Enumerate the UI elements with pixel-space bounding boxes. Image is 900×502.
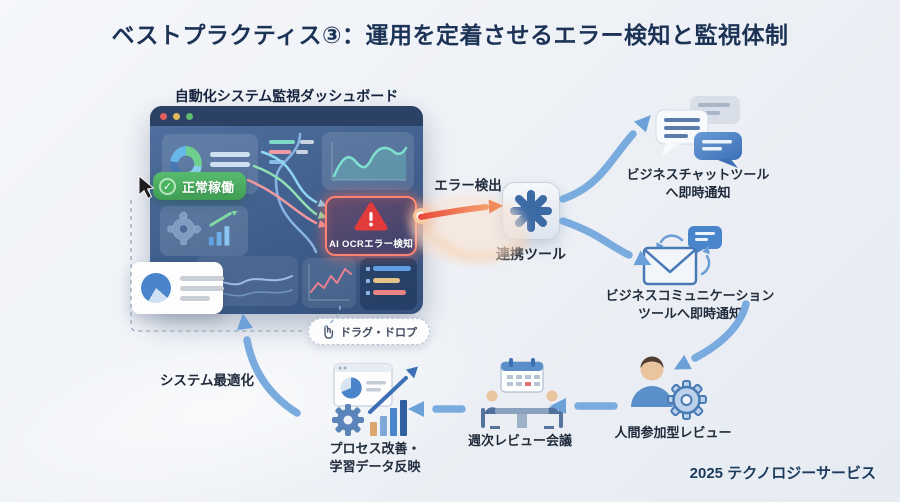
line-chart-widget (302, 258, 356, 308)
chat-bubbles-icon (655, 96, 742, 168)
red-line-chart-icon (308, 264, 352, 301)
gear-barchart-icon (167, 211, 240, 246)
check-glyph: ✓ (162, 180, 173, 193)
weekly-meeting-label: 週次レビュー会議 (467, 433, 572, 448)
process-improve-label: プロセス改善・ 学習データ反映 (304, 440, 446, 476)
window-minimize-button[interactable] (173, 112, 180, 120)
comm-tool-label-line1: ビジネスコミュニケーション (605, 288, 775, 303)
bar-list-widget (360, 258, 417, 310)
email-message-icon (642, 226, 722, 286)
status-badge-label: 正常稼働 (182, 179, 235, 195)
window-zoom-button[interactable] (186, 112, 193, 120)
meeting-calendar-icon (481, 358, 563, 429)
chat-tool-label-line1: ビジネスチャットツール (626, 167, 770, 182)
chat-tool-label: ビジネスチャットツール へ即時通知 (612, 166, 784, 202)
status-list-widget (269, 140, 314, 164)
comm-tool-label-line2: ツールへ即時通知 (637, 306, 742, 322)
human-review-label: 人間参加型レビュー (614, 425, 732, 440)
system-optimize-label: システム最適化 (159, 373, 255, 388)
trend-chart-widget (322, 132, 414, 190)
process-improve-line1: プロセス改善・ (329, 441, 421, 456)
window-titlebar (150, 106, 423, 126)
error-detect-label: エラー検出 (434, 178, 502, 193)
check-icon: ✓ (159, 177, 176, 195)
teal-line-chart-icon (331, 142, 408, 181)
process-improve-line2: 学習データ反映 (329, 459, 421, 475)
page-title: ベストプラクティス③：運用を定着させるエラー検知と監視体制 (111, 22, 789, 48)
comm-tool-label: ビジネスコミュニケーション ツールへ即時通知 (598, 287, 782, 323)
process-improvement-icon (332, 363, 419, 436)
integration-tool-label: 連携ツール (496, 246, 566, 262)
footer-credit: 2025 テクノロジーサービス (689, 465, 876, 482)
error-alert-card: AI OCRエラー検知 (325, 196, 417, 256)
drag-drop-badge: ドラグ・ドロプ (308, 318, 430, 345)
automation-widget (160, 206, 248, 256)
asterisk-icon (510, 190, 552, 232)
status-badge: ✓ 正常稼働 (153, 172, 247, 200)
error-arrow (418, 204, 489, 220)
report-text-lines (180, 275, 224, 301)
integration-tool-icon (502, 182, 560, 240)
report-card (131, 262, 224, 314)
warning-triangle-icon (354, 202, 388, 231)
person-gear-icon (631, 356, 707, 420)
window-close-button[interactable] (160, 112, 167, 120)
pie-chart-icon (141, 273, 171, 303)
hand-drag-icon (324, 325, 334, 339)
alert-label: AI OCRエラー検知 (328, 239, 414, 250)
dashboard-title: 自動化システム監視ダッシュボード (174, 88, 399, 104)
drag-drop-label: ドラグ・ドロプ (340, 326, 417, 339)
chat-tool-label-line2: へ即時通知 (665, 185, 731, 201)
